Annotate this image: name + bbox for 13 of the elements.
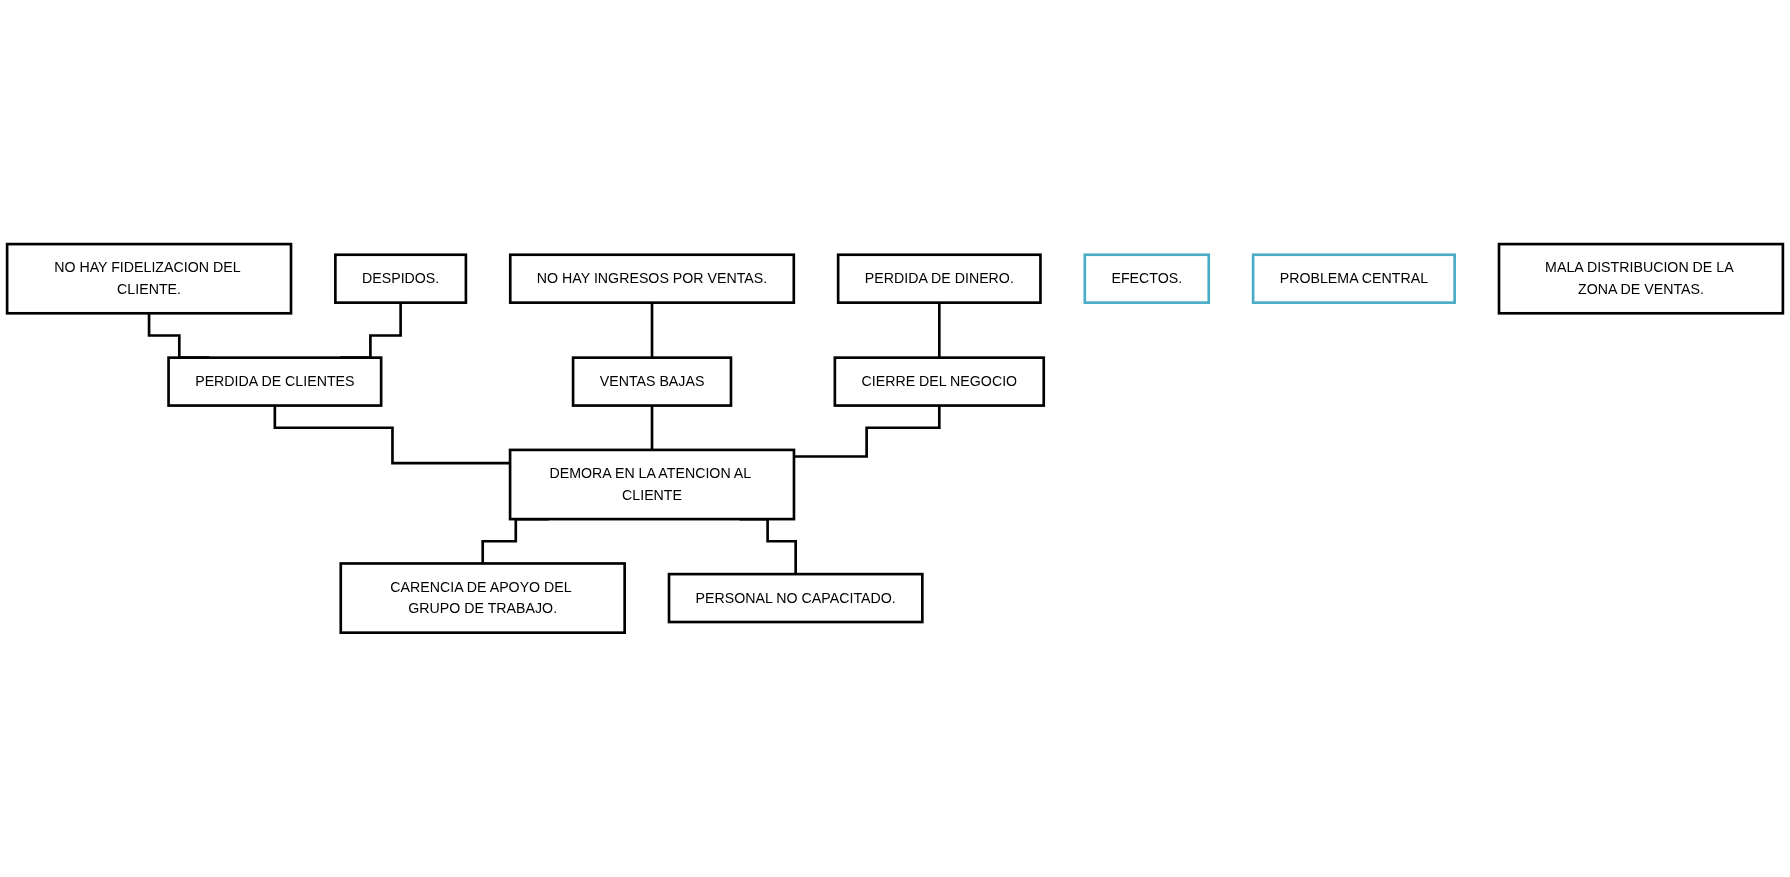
node-box: PERDIDA DE CLIENTES bbox=[167, 356, 383, 407]
node-box: DEMORA EN LA ATENCION AL CLIENTE bbox=[508, 448, 796, 521]
node-box: EFECTOS. bbox=[1083, 253, 1211, 305]
node-box: PERSONAL NO CAPACITADO. bbox=[667, 572, 924, 624]
node-box: PERDIDA DE DINERO. bbox=[836, 253, 1042, 305]
node-box: CARENCIA DE APOYO DEL GRUPO DE TRABAJO. bbox=[339, 562, 626, 635]
node-box: VENTAS BAJAS bbox=[571, 356, 733, 407]
node-box: MALA DISTRIBUCION DE LA ZONA DE VENTAS. bbox=[1497, 242, 1785, 315]
node-box: NO HAY FIDELIZACION DEL CLIENTE. bbox=[5, 242, 293, 315]
node-box: PROBLEMA CENTRAL bbox=[1251, 253, 1456, 305]
node-box: CIERRE DEL NEGOCIO bbox=[833, 356, 1046, 407]
node-box: NO HAY INGRESOS POR VENTAS. bbox=[508, 253, 796, 305]
node-box: DESPIDOS. bbox=[334, 253, 468, 305]
